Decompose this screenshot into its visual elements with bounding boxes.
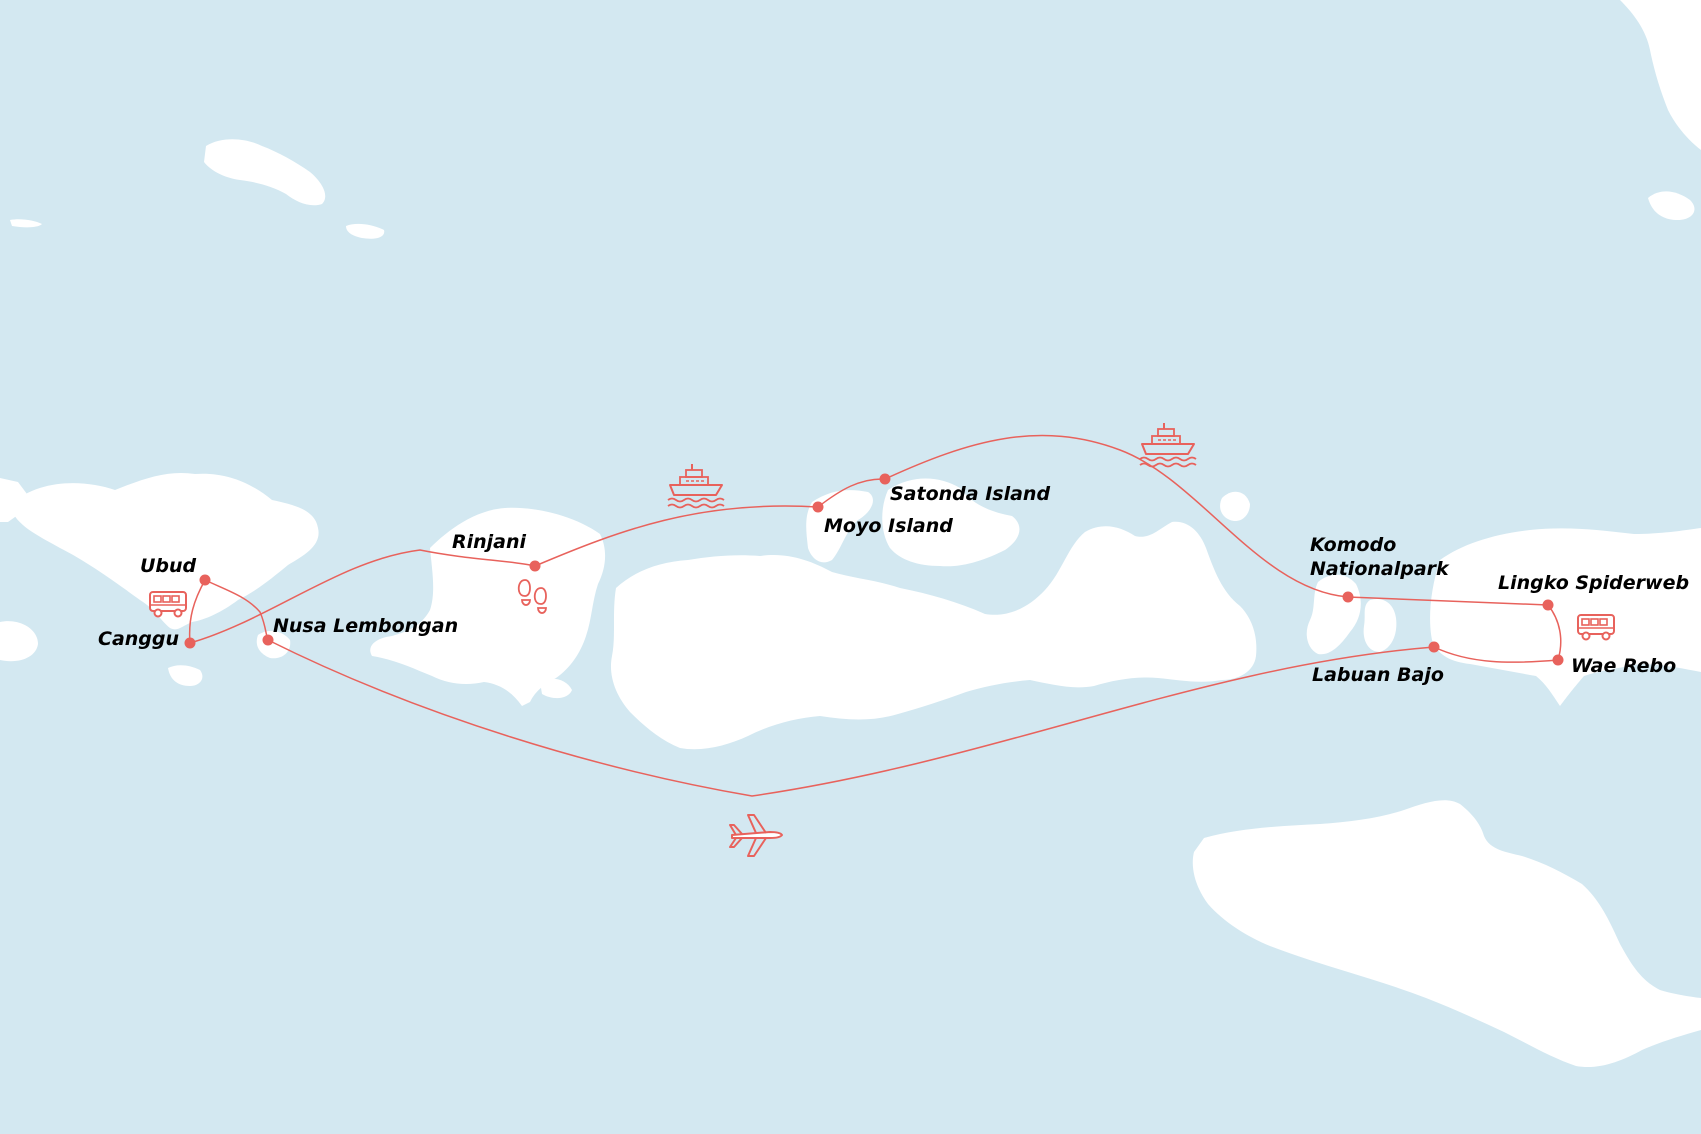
kangean-islet-1 — [346, 223, 385, 239]
stop-dot-nusa-lembongan[interactable] — [262, 634, 274, 646]
route-moyo-satonda — [817, 478, 886, 508]
stop-dot-komodo-nationalpark[interactable] — [1342, 591, 1354, 603]
route-ubud-canggu — [188, 579, 206, 644]
kangean-islet-2 — [10, 219, 42, 228]
label-canggu: Canggu — [98, 628, 179, 650]
route-rinjani-moyo — [534, 505, 819, 567]
route-waerebo-labuanbajo — [1433, 646, 1559, 663]
bali-south-tip — [168, 665, 203, 686]
kangean-island — [204, 139, 326, 206]
lombok-landmass — [370, 507, 606, 706]
stop-dot-ubud[interactable] — [199, 574, 211, 586]
stop-dot-moyo-island[interactable] — [812, 501, 824, 513]
sumbawa-landmass — [610, 521, 1257, 750]
label-moyo-island: Moyo Island — [824, 515, 953, 537]
route-komodo-lingko — [1347, 596, 1549, 606]
land-masses — [0, 0, 1701, 1068]
route-canggu-rinjani — [189, 549, 536, 644]
label-labuan-bajo: Labuan Bajo — [1312, 664, 1444, 686]
sulawesi-islet — [1648, 191, 1695, 220]
stop-dot-satonda-island[interactable] — [879, 473, 891, 485]
stop-dots — [184, 473, 1564, 666]
stop-dot-lingko-spiderweb[interactable] — [1542, 599, 1554, 611]
bali-landmass — [10, 472, 319, 630]
sangeang-island — [1220, 491, 1250, 522]
stop-labels: Ubud Canggu Nusa Lembongan Rinjani Moyo … — [98, 483, 1689, 686]
label-komodo-line1: Komodo — [1310, 534, 1396, 556]
label-lingko-spiderweb: Lingko Spiderweb — [1498, 572, 1689, 594]
rinca-landmass — [1363, 598, 1397, 652]
label-rinjani: Rinjani — [452, 531, 527, 553]
sumba-landmass — [1192, 800, 1701, 1068]
label-ubud: Ubud — [140, 555, 197, 577]
route-flight-labuanbajo-bali — [267, 639, 1435, 797]
lombok-south-islet — [540, 678, 572, 699]
satonda-peninsula — [882, 478, 1020, 567]
stop-dot-rinjani[interactable] — [529, 560, 541, 572]
stop-dot-wae-rebo[interactable] — [1552, 654, 1564, 666]
route-lines — [188, 434, 1562, 797]
label-satonda-island: Satonda Island — [890, 483, 1050, 505]
sulawesi-landmass — [1620, 0, 1701, 150]
stop-dot-labuan-bajo[interactable] — [1428, 641, 1440, 653]
label-komodo-line2: Nationalpark — [1310, 558, 1450, 580]
islet — [0, 621, 38, 662]
label-wae-rebo: Wae Rebo — [1571, 655, 1676, 677]
stop-dot-canggu[interactable] — [184, 637, 196, 649]
route-ubud-nusa-lembongan — [204, 579, 269, 641]
route-satonda-komodo — [884, 434, 1349, 598]
label-nusa-lembongan: Nusa Lembongan — [273, 615, 458, 637]
